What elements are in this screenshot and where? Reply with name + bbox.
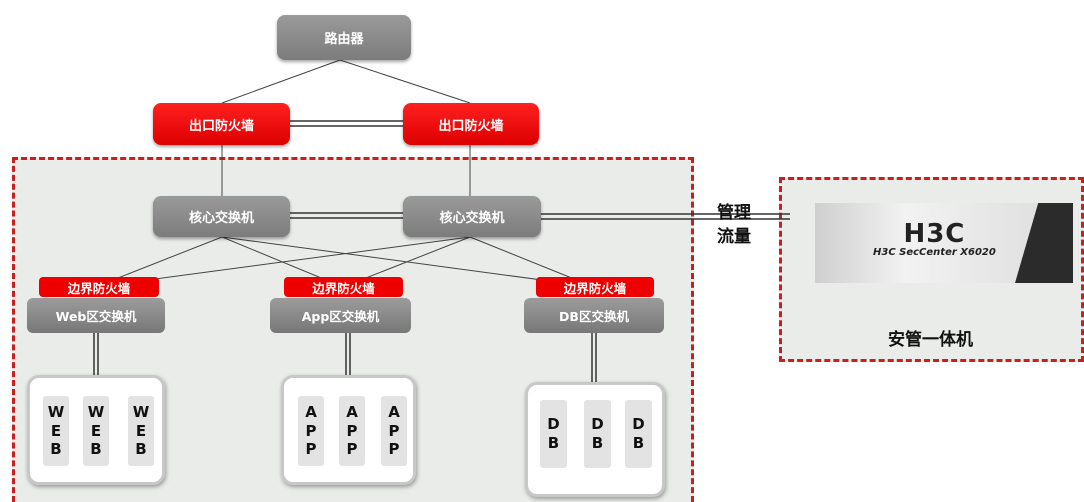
link-router-fw2 [339,59,471,104]
exit-firewall-1: 出口防火墙 [153,103,290,145]
web-zone-switch-label: Web区交换机 [55,309,137,324]
web-border-firewall-label: 边界防火墙 [67,280,131,296]
db-border-firewall-label: 边界防火墙 [563,280,627,296]
security-management-appliance: H3C H3C SecCenter X6020 [815,203,1073,283]
link-router-fw1 [221,59,341,104]
exit-firewall-1-label: 出口防火墙 [188,118,254,134]
mgmt-traffic-label-line1: 管理 [717,203,751,223]
app-border-firewall-label: 边界防火墙 [312,280,375,296]
core-switch-1: 核心交换机 [153,196,290,237]
appliance-faceplate: H3C H3C SecCenter X6020 [873,221,996,258]
db-border-firewall: 边界防火墙 [536,277,654,297]
core-switch-1-label: 核心交换机 [188,211,254,226]
appliance-model-label: H3C SecCenter X6020 [873,247,996,258]
app-zone-switch: App区交换机 [270,298,411,333]
db-zone-switch: DB区交换机 [524,298,664,333]
app-border-firewall: 边界防火墙 [284,277,403,297]
core-switch-2-label: 核心交换机 [439,211,505,226]
core-switch-2: 核心交换机 [403,196,541,237]
web-zone-switch: Web区交换机 [27,298,165,333]
router-node: 路由器 [277,15,411,60]
appliance-caption: 安管一体机 [888,330,973,350]
mgmt-traffic-label-line2: 流量 [717,227,751,247]
web-border-firewall: 边界防火墙 [39,277,159,297]
appliance-brand-logo: H3C [903,219,966,249]
exit-firewall-2: 出口防火墙 [403,103,539,145]
exit-firewall-2-label: 出口防火墙 [438,118,504,134]
link-core1-db [221,236,595,288]
router-label: 路由器 [324,32,364,47]
app-zone-switch-label: App区交换机 [301,309,380,324]
db-zone-switch-label: DB区交换机 [559,309,629,324]
appliance-dark-panel [1015,203,1073,283]
